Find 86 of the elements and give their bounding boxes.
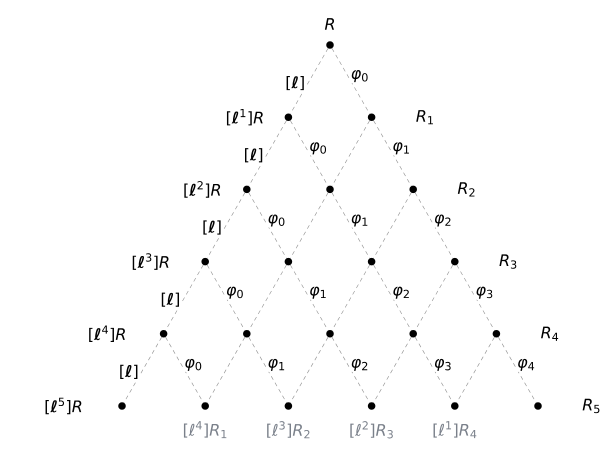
edge-label: φ$_{3}$ [474, 286, 495, 300]
dashed-line [124, 336, 162, 403]
dashed-line [456, 336, 495, 403]
edge-label: φ$_{0}$ [308, 141, 328, 156]
dashed-line [290, 336, 328, 403]
dashed-line [206, 192, 246, 258]
dashed-line [290, 264, 328, 331]
dashed-line [456, 264, 495, 331]
dashed-line [332, 192, 370, 258]
edge-label: [ℓ] [201, 219, 223, 236]
node-label: R$_{3}$ [499, 254, 516, 269]
node-label: [ℓ$^{2}$]R [184, 181, 220, 198]
dashed-line [373, 336, 412, 403]
dashed-line [414, 336, 454, 403]
dot [284, 258, 292, 266]
dot [201, 258, 209, 266]
dashed-line [373, 120, 412, 186]
edge-label: φ$_{3}$ [432, 358, 454, 372]
dashed-line [414, 264, 454, 331]
dashed-line [290, 48, 328, 114]
edge-label: φ$_{1}$ [308, 286, 328, 300]
edge-label: φ$_{2}$ [432, 213, 454, 228]
dot [368, 402, 376, 410]
dashed-line [332, 48, 370, 114]
dashed-line [498, 336, 536, 403]
edge-label: φ$_{2}$ [391, 286, 412, 300]
edge-label: φ$_{0}$ [266, 213, 287, 228]
dot [243, 186, 251, 194]
dot [326, 330, 334, 338]
edge-label: [ℓ] [284, 74, 306, 92]
node-label: [ℓ$^{3}$]R [132, 253, 168, 270]
dot [492, 330, 500, 338]
dashed-line [290, 192, 328, 258]
dot [451, 402, 459, 410]
edge-label: φ$_{1}$ [391, 141, 412, 156]
dashed-line [332, 336, 370, 403]
dashed-line [290, 120, 328, 186]
edge-label: [ℓ] [242, 147, 265, 164]
dot [368, 113, 376, 121]
dot [451, 258, 459, 266]
dot [201, 402, 209, 410]
dashed-line [206, 336, 246, 403]
node-label: [ℓ$^{4}$]R$_{1}$ [184, 421, 226, 438]
dashed-line [165, 336, 204, 403]
dashed-line [165, 264, 204, 331]
node-label: R$_{2}$ [458, 182, 474, 196]
dot [326, 41, 334, 49]
dot [160, 330, 168, 338]
dashed-line [332, 120, 370, 186]
node-label: [ℓ$^{1}$]R [226, 108, 263, 126]
dot [326, 186, 334, 194]
node-label: [ℓ$^{1}$]R$_{4}$ [434, 421, 476, 438]
edge-label: [ℓ] [159, 292, 182, 308]
dot [409, 330, 417, 338]
node-label: R$_{5}$ [582, 398, 600, 414]
node-label: R$_{1}$ [416, 110, 433, 124]
dot [368, 258, 376, 266]
dot [284, 402, 292, 410]
dashed-line [248, 192, 287, 258]
dashed-line [373, 192, 412, 258]
node-label: [ℓ$^{5}$]R [46, 398, 82, 414]
edge-label: φ$_{0}$ [350, 69, 370, 84]
dashed-line [248, 336, 287, 403]
dot [243, 330, 251, 338]
dot [534, 402, 542, 410]
dashed-line [373, 264, 412, 331]
edge-label: φ$_{2}$ [350, 358, 370, 372]
node-label: [ℓ$^{3}$]R$_{2}$ [267, 421, 310, 438]
dashed-line [414, 192, 454, 258]
edge-label: φ$_{1}$ [350, 213, 370, 228]
node-label: [ℓ$^{4}$]R [89, 326, 125, 342]
edge-label: φ$_{1}$ [266, 358, 287, 372]
node-label: R$_{4}$ [541, 326, 558, 341]
dot [284, 113, 292, 121]
dashed-line [248, 264, 287, 331]
dashed-line [248, 120, 287, 186]
dot [118, 402, 126, 410]
edge-label: φ$_{4}$ [516, 358, 536, 372]
dot [409, 186, 417, 194]
dashed-line [332, 264, 370, 331]
node-label: [ℓ$^{2}$]R$_{3}$ [350, 421, 393, 438]
edge-label: φ$_{0}$ [183, 358, 204, 372]
dashed-line [206, 264, 246, 331]
edge-label: [ℓ] [118, 364, 140, 380]
node-label: R [324, 18, 334, 30]
edge-label: φ$_{0}$ [224, 286, 246, 300]
